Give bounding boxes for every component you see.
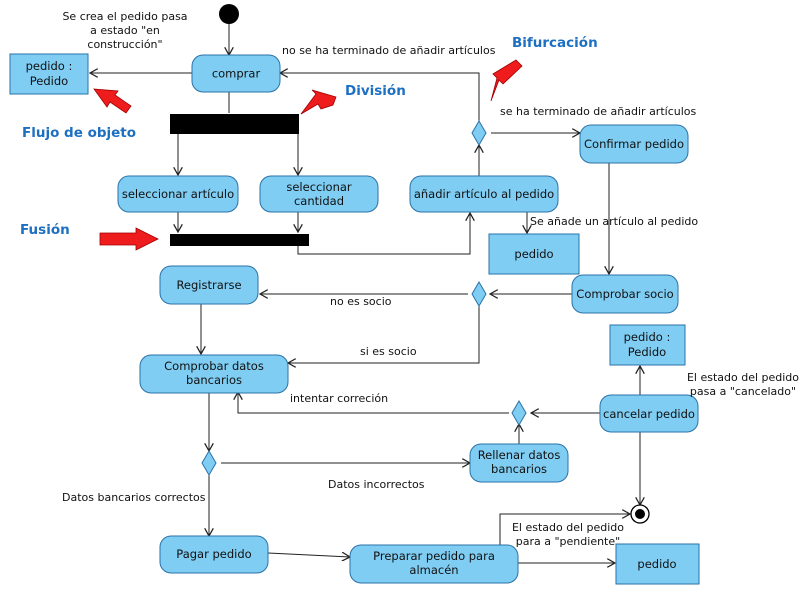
action-cancelar-pedido[interactable]: cancelar pedido — [599, 394, 699, 433]
action-comprobar-socio-label: Comprobar socio — [576, 287, 673, 301]
pointer-arrow-bifurcacion — [490, 59, 523, 102]
object-pedido-top[interactable]: pedido : Pedido — [9, 53, 89, 95]
annotation-fusion: Fusión — [20, 222, 70, 238]
action-seleccionar-articulo-label: seleccionar artículo — [122, 187, 234, 201]
edge-pagar-preparar — [267, 553, 350, 557]
label-creado-2: a estado "en — [90, 24, 160, 37]
action-preparar-pedido-label-2: almacén — [409, 563, 458, 577]
decision-socio — [471, 281, 487, 307]
action-seleccionar-cantidad[interactable]: seleccionar cantidad — [259, 175, 379, 213]
object-pedido-mid[interactable]: pedido — [488, 233, 580, 275]
action-rellenar-datos-label-2: bancarios — [491, 462, 547, 476]
label-se-anade: Se añade un artículo al pedido — [530, 215, 698, 228]
annotation-flujo-objeto: Flujo de objeto — [22, 125, 136, 141]
edge-join-anadir — [297, 213, 470, 255]
pointer-arrow-flujo-objeto — [93, 88, 132, 114]
object-pedido-top-label-1: pedido : — [26, 59, 73, 73]
object-pedido-right-label-1: pedido : — [624, 330, 671, 344]
action-rellenar-datos-label-1: Rellenar datos — [478, 448, 561, 462]
label-creado-1: Se crea el pedido pasa — [62, 10, 187, 23]
annotations: Bifurcación División Flujo de objeto Fus… — [20, 35, 598, 238]
annotation-division: División — [345, 83, 406, 99]
object-pedido-mid-label: pedido — [514, 247, 553, 261]
action-comprobar-datos[interactable]: Comprobar datos bancarios — [139, 354, 289, 394]
action-comprar-label: comprar — [212, 67, 261, 81]
action-rellenar-datos[interactable]: Rellenar datos bancarios — [469, 443, 569, 483]
edges — [90, 24, 640, 563]
action-pagar-pedido-label: Pagar pedido — [176, 547, 251, 561]
decision-datos — [201, 450, 217, 476]
action-anadir-articulo-label: añadir artículo al pedido — [414, 187, 554, 201]
object-pedido-bottom-label: pedido — [637, 557, 676, 571]
action-comprobar-datos-label-1: Comprobar datos — [164, 359, 264, 373]
action-seleccionar-articulo[interactable]: seleccionar artículo — [117, 175, 239, 213]
edge-decision-comprobar-datos — [288, 306, 480, 363]
final-node — [630, 504, 650, 524]
label-creado-3: construcción" — [87, 38, 162, 51]
edge-decision-comprar — [280, 73, 480, 121]
fork-bar — [170, 114, 299, 134]
action-registrarse[interactable]: Registrarse — [159, 265, 259, 305]
label-pendiente-2: para a "pendiente" — [516, 535, 620, 548]
label-no-socio: no es socio — [330, 295, 392, 308]
object-pedido-bottom[interactable]: pedido — [615, 543, 700, 585]
label-terminado: se ha terminado de añadir artículos — [500, 105, 697, 118]
edge-merge-comprobar — [238, 392, 509, 414]
action-registrarse-label: Registrarse — [176, 278, 241, 292]
action-seleccionar-cantidad-label-2: cantidad — [294, 194, 344, 208]
action-comprobar-socio[interactable]: Comprobar socio — [571, 274, 679, 314]
action-preparar-pedido-label-1: Preparar pedido para — [373, 549, 495, 563]
edge-labels: Se crea el pedido pasa a estado "en cons… — [62, 10, 799, 548]
edge-preparar-final — [499, 514, 630, 545]
object-pedido-right[interactable]: pedido : Pedido — [609, 324, 686, 366]
action-comprobar-datos-label-2: bancarios — [186, 373, 242, 387]
label-cancelado-2: pasa a "cancelado" — [690, 385, 796, 398]
label-intentar: intentar correción — [290, 392, 388, 405]
action-confirmar-pedido-label: Confirmar pedido — [584, 137, 684, 151]
decision-bifurcacion — [471, 120, 487, 146]
action-anadir-articulo[interactable]: añadir artículo al pedido — [409, 175, 559, 213]
label-cancelado-1: El estado del pedido — [687, 371, 799, 384]
action-preparar-pedido[interactable]: Preparar pedido para almacén — [349, 544, 519, 584]
pointer-arrows — [93, 59, 523, 251]
label-datos-incorrectos: Datos incorrectos — [328, 478, 425, 491]
annotation-bifurcacion: Bifurcación — [512, 35, 598, 51]
pointer-arrow-division — [300, 89, 337, 115]
label-no-terminado: no se ha terminado de añadir artículos — [282, 44, 496, 57]
action-comprar[interactable]: comprar — [191, 54, 281, 93]
action-confirmar-pedido[interactable]: Confirmar pedido — [579, 124, 689, 164]
label-datos-correctos: Datos bancarios correctos — [62, 491, 206, 504]
action-seleccionar-cantidad-label-1: seleccionar — [286, 180, 352, 194]
action-pagar-pedido[interactable]: Pagar pedido — [159, 535, 269, 574]
label-pendiente-1: El estado del pedido — [512, 521, 624, 534]
merge-correccion — [511, 400, 527, 426]
initial-node — [219, 4, 239, 24]
object-pedido-top-label-2: Pedido — [30, 74, 68, 88]
object-pedido-right-label-2: Pedido — [628, 345, 666, 359]
action-cancelar-pedido-label: cancelar pedido — [603, 407, 695, 421]
pointer-arrow-fusion — [99, 227, 159, 251]
join-bar — [170, 234, 309, 246]
label-si-socio: si es socio — [360, 345, 417, 358]
